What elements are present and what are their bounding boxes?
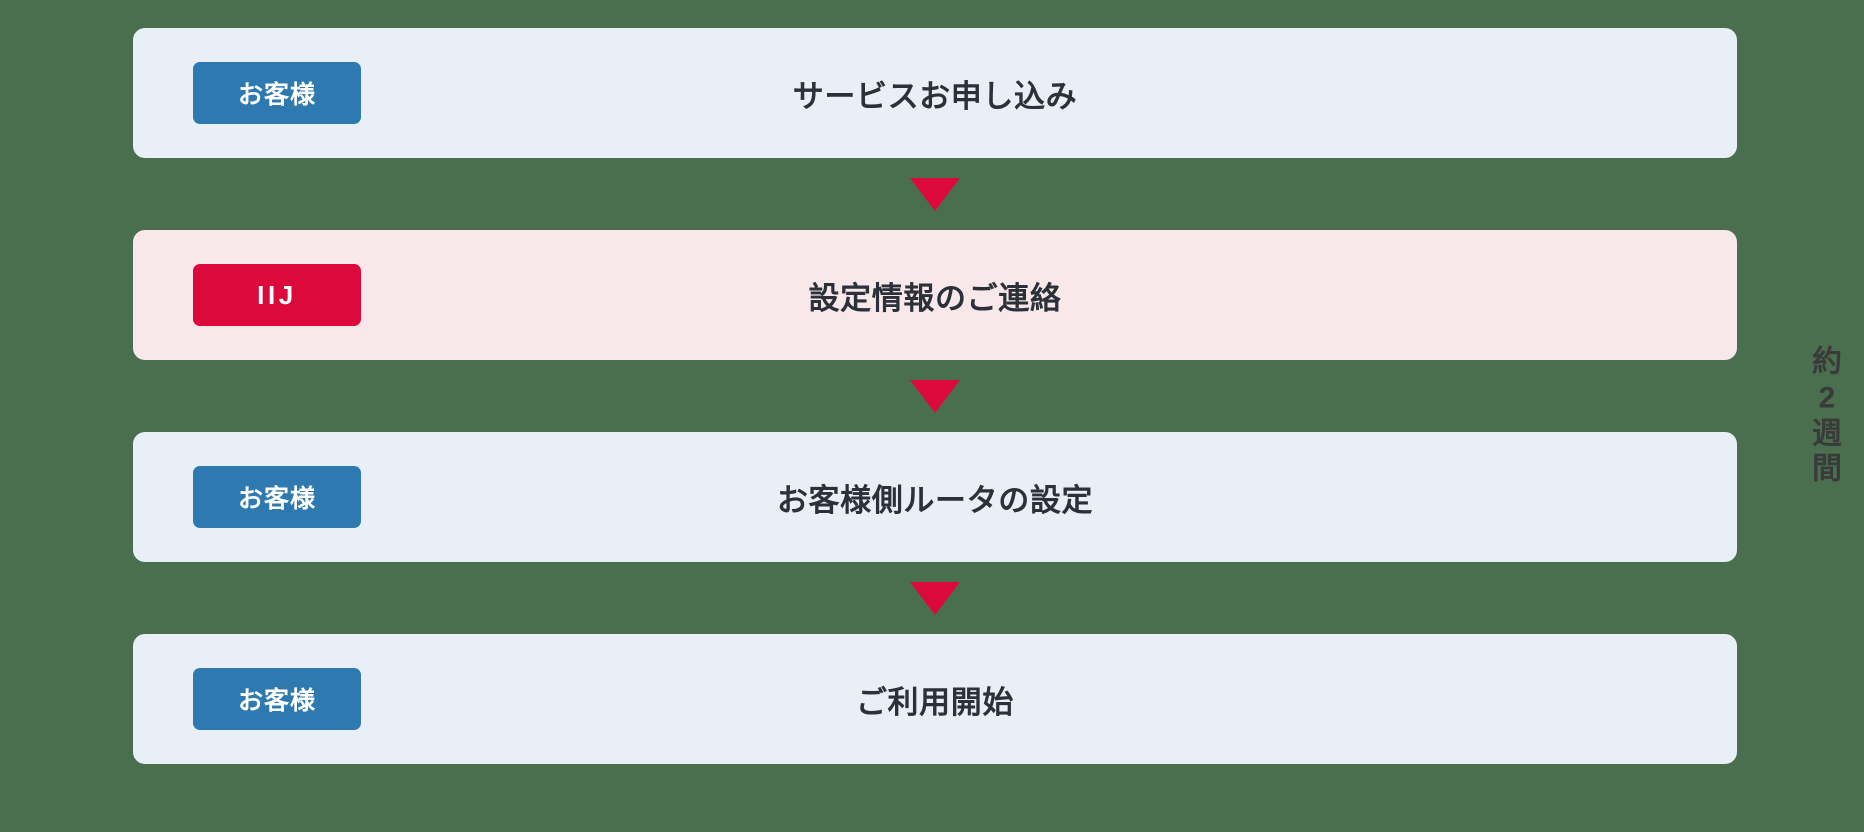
duration-char-3: 間 [1812,452,1842,486]
duration-char-1: 2 [1818,381,1836,415]
role-badge-iij-2: IIJ [193,264,361,326]
duration-char-0: 約 [1812,345,1842,379]
role-badge-customer-4: お客様 [193,668,361,730]
arrow-connector-3 [133,562,1737,634]
flow-step-3: お客様 お客様側ルータの設定 [133,432,1737,562]
arrow-connector-2 [133,360,1737,432]
triangle-down-icon [910,581,960,615]
duration-char-2: 週 [1812,417,1842,450]
triangle-down-icon [910,379,960,413]
step-title-3: お客様側ルータの設定 [776,482,1094,518]
duration-annotation: 約 2 週 間 [1812,346,1842,485]
role-badge-customer-3: お客様 [193,466,361,528]
step-title-2: 設定情報のご連絡 [808,280,1062,316]
arrow-connector-1 [133,158,1737,230]
role-badge-customer-1: お客様 [193,62,361,124]
step-title-1: サービスお申し込み [792,78,1078,114]
flow-step-column: お客様 サービスお申し込み IIJ 設定情報のご連絡 お客様 お客様側ルータの設… [133,28,1737,764]
triangle-down-icon [910,177,960,211]
flow-step-4: お客様 ご利用開始 [133,634,1737,764]
step-title-4: ご利用開始 [855,684,1015,720]
flow-step-2: IIJ 設定情報のご連絡 [133,230,1737,360]
flow-step-1: お客様 サービスお申し込み [133,28,1737,158]
